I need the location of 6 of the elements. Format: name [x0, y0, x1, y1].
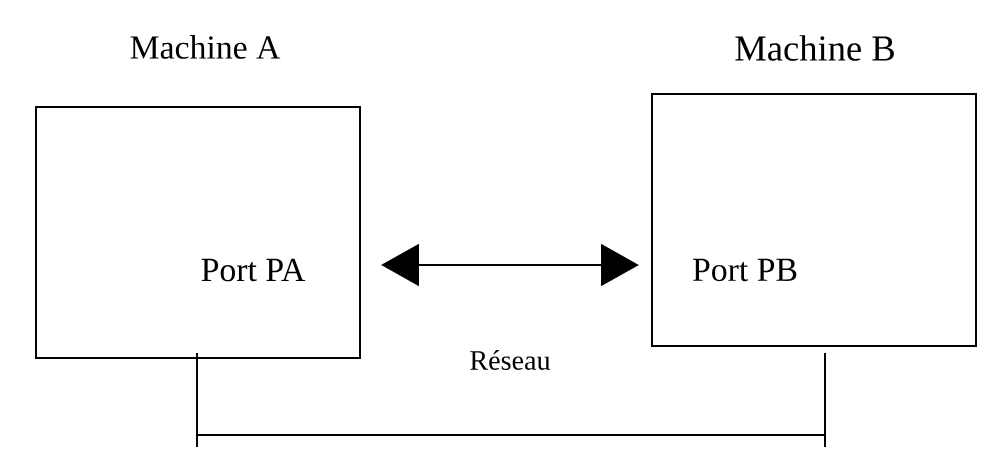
- machine-heading: Machine A: [130, 35, 281, 59]
- network-line: [196, 351, 826, 448]
- machine-box: Port PA: [35, 106, 361, 359]
- edge-label: Réseau: [466, 347, 554, 373]
- machine-box: Port PB: [651, 93, 977, 347]
- machine-heading: Machine B: [735, 35, 894, 61]
